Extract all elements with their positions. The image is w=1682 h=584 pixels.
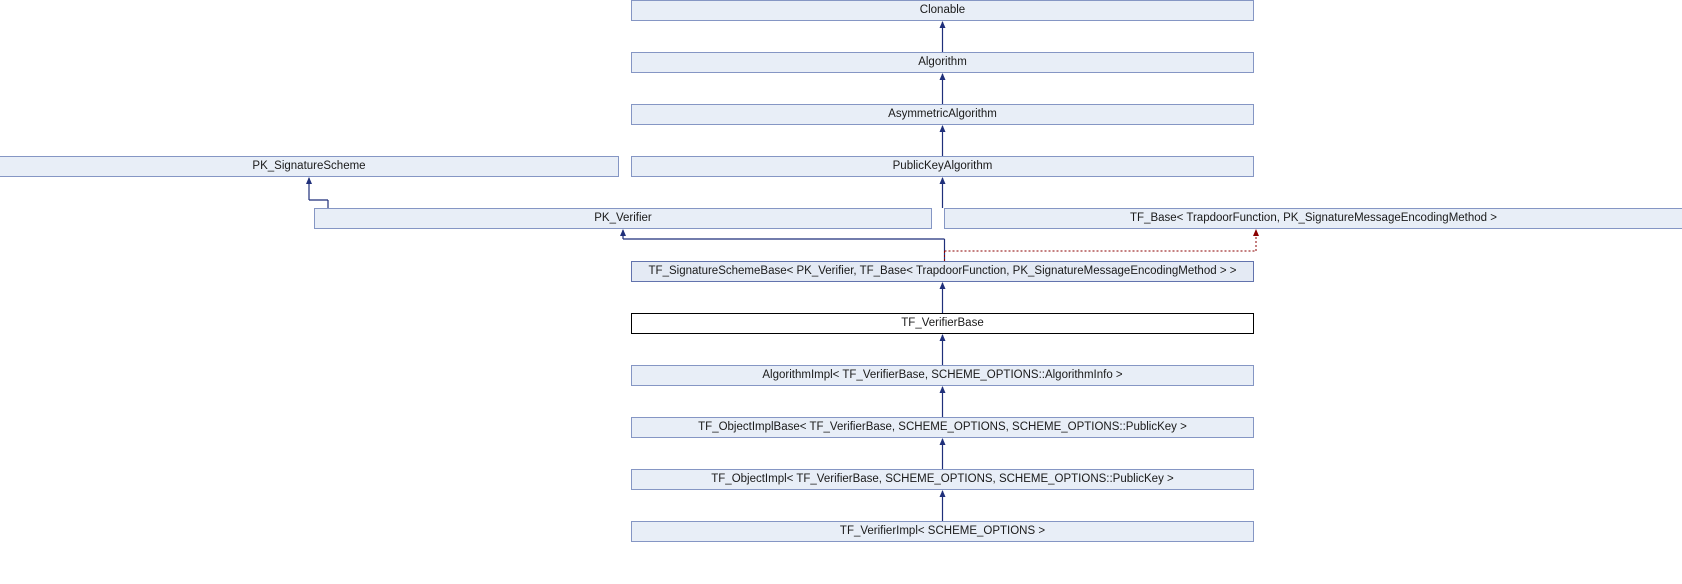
class-node-tf-object-impl-base[interactable]: TF_ObjectImplBase< TF_VerifierBase, SCHE… [631,417,1254,438]
class-node-pk-signature-scheme[interactable]: PK_SignatureScheme [0,156,619,177]
class-node-label: TF_Base< TrapdoorFunction, PK_SignatureM… [1130,211,1497,224]
class-node-asymmetric-algorithm[interactable]: AsymmetricAlgorithm [631,104,1254,125]
class-node-tf-object-impl[interactable]: TF_ObjectImpl< TF_VerifierBase, SCHEME_O… [631,469,1254,490]
class-node-label: PK_SignatureScheme [252,159,366,172]
class-node-clonable[interactable]: Clonable [631,0,1254,21]
class-node-algorithm[interactable]: Algorithm [631,52,1254,73]
class-node-label: TF_ObjectImpl< TF_VerifierBase, SCHEME_O… [711,472,1174,485]
class-node-pk-verifier[interactable]: PK_Verifier [314,208,932,229]
class-node-tf-verifier-base[interactable]: TF_VerifierBase [631,313,1254,334]
class-node-label: TF_SignatureSchemeBase< PK_Verifier, TF_… [648,264,1237,277]
class-node-label: Algorithm [918,55,967,68]
class-node-label: PK_Verifier [594,211,652,224]
class-node-public-key-algorithm[interactable]: PublicKeyAlgorithm [631,156,1254,177]
class-node-label: AsymmetricAlgorithm [888,107,997,120]
class-node-tf-signature-scheme-base[interactable]: TF_SignatureSchemeBase< PK_Verifier, TF_… [631,261,1254,282]
class-node-tf-base[interactable]: TF_Base< TrapdoorFunction, PK_SignatureM… [944,208,1682,229]
class-node-label: Clonable [919,3,966,16]
class-node-algorithm-impl[interactable]: AlgorithmImpl< TF_VerifierBase, SCHEME_O… [631,365,1254,386]
class-node-label: TF_ObjectImplBase< TF_VerifierBase, SCHE… [698,420,1187,433]
class-node-label: PublicKeyAlgorithm [892,159,993,172]
class-node-label: AlgorithmImpl< TF_VerifierBase, SCHEME_O… [762,368,1123,381]
class-node-label: TF_VerifierBase [901,316,984,329]
class-node-label: TF_VerifierImpl< SCHEME_OPTIONS > [839,524,1046,537]
class-node-tf-verifier-impl[interactable]: TF_VerifierImpl< SCHEME_OPTIONS > [631,521,1254,542]
